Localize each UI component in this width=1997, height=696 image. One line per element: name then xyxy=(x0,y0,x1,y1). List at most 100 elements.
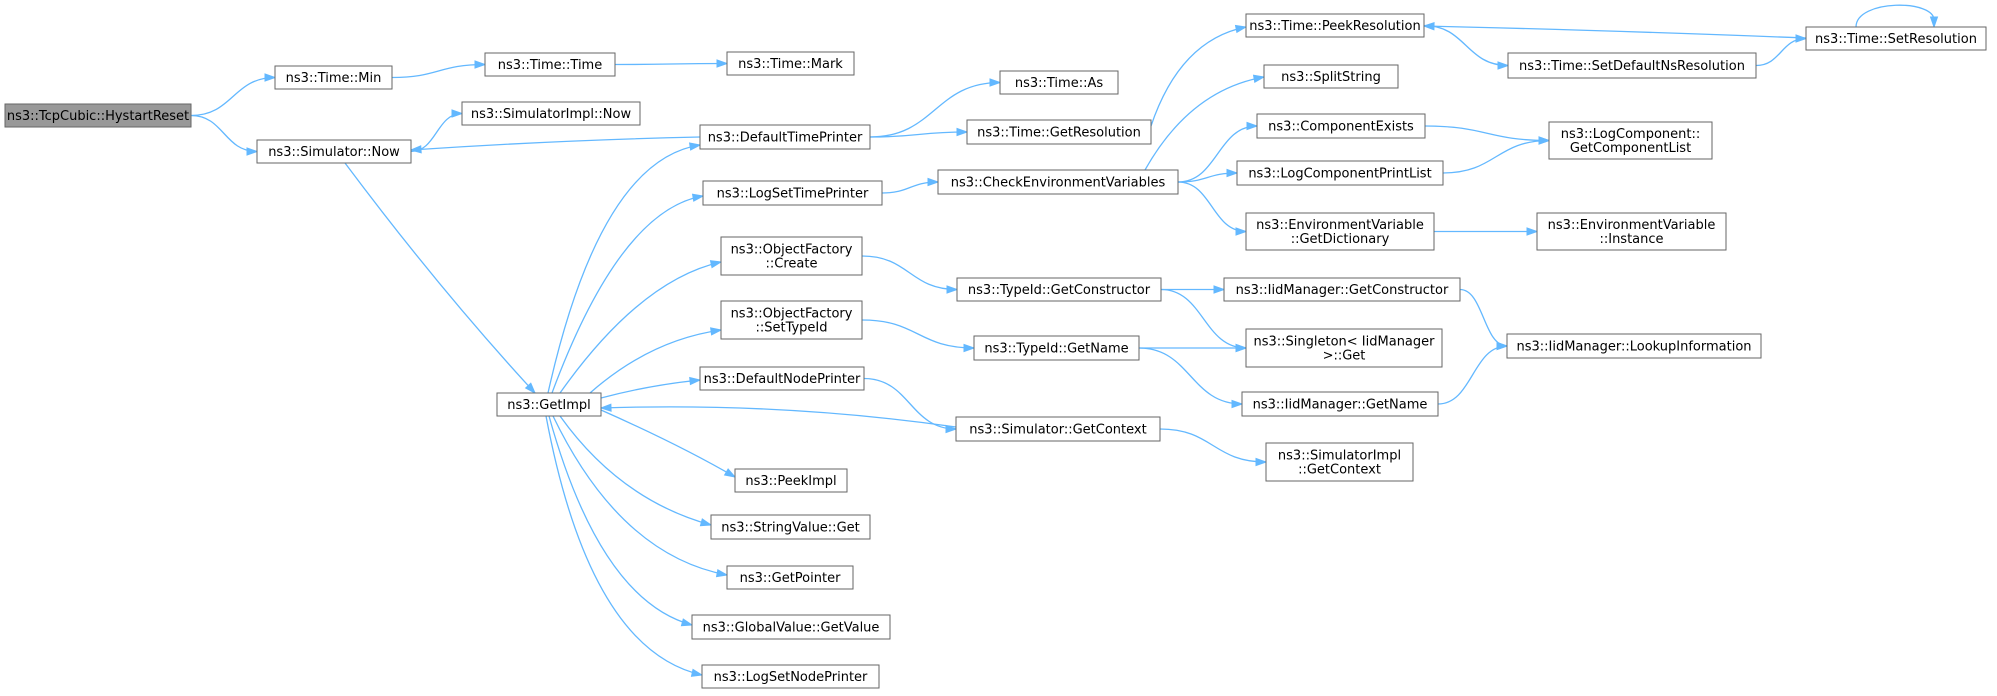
node-iidgetconstructor[interactable]: ns3::IidManager::GetConstructor xyxy=(1223,277,1461,302)
node-label: ns3::StringValue::Get xyxy=(721,521,859,536)
node-getpointer[interactable]: ns3::GetPointer xyxy=(726,565,854,590)
node-label: ns3::ComponentExists xyxy=(1268,120,1414,135)
node-box xyxy=(1236,160,1444,186)
node-label: ns3::Time::Min xyxy=(286,71,382,86)
node-logcomponentprintlist[interactable]: ns3::LogComponentPrintList xyxy=(1236,160,1444,186)
node-label: ns3::Time::Mark xyxy=(738,57,843,72)
node-box xyxy=(256,139,412,164)
node-box xyxy=(937,169,1179,195)
node-label: ns3::Time::PeekResolution xyxy=(1249,19,1420,34)
node-timemin[interactable]: ns3::Time::Min xyxy=(274,65,393,90)
node-label: ns3::EnvironmentVariable xyxy=(1256,218,1424,233)
node-label: ns3::Time::GetResolution xyxy=(977,126,1141,141)
node-label: ns3::LogComponent:: xyxy=(1561,127,1701,142)
node-label: ns3::Time::SetDefaultNsResolution xyxy=(1519,59,1745,74)
node-box xyxy=(966,119,1152,145)
node-label: ns3::IidManager::GetConstructor xyxy=(1236,283,1449,298)
node-label: ns3::PeekImpl xyxy=(745,474,836,489)
node-componentexists[interactable]: ns3::ComponentExists xyxy=(1256,113,1426,139)
node-label: ::GetContext xyxy=(1298,463,1381,478)
node-setresolution[interactable]: ns3::Time::SetResolution xyxy=(1805,26,1987,51)
node-timetime[interactable]: ns3::Time::Time xyxy=(484,52,616,77)
node-checkenv[interactable]: ns3::CheckEnvironmentVariables xyxy=(937,169,1179,195)
node-label: ns3::DefaultNodePrinter xyxy=(704,372,861,387)
nodes-layer: ns3::TcpCubic::HystartReset ns3::Time::Mi… xyxy=(4,13,1987,689)
node-label: ns3::SimulatorImpl xyxy=(1278,449,1401,464)
node-simnow[interactable]: ns3::Simulator::Now xyxy=(256,139,412,164)
node-logsettimeprinter[interactable]: ns3::LogSetTimePrinter xyxy=(702,180,883,206)
node-logsetnodeprinter[interactable]: ns3::LogSetNodePrinter xyxy=(701,664,880,689)
node-simimplnow[interactable]: ns3::SimulatorImpl::Now xyxy=(461,101,641,126)
node-stringvalueget[interactable]: ns3::StringValue::Get xyxy=(710,514,871,540)
node-label: ns3::ObjectFactory xyxy=(731,307,853,322)
node-iidgetname[interactable]: ns3::IidManager::GetName xyxy=(1241,391,1439,417)
node-simgetcontext[interactable]: ns3::Simulator::GetContext xyxy=(955,416,1161,442)
node-hystart[interactable]: ns3::TcpCubic::HystartReset xyxy=(4,103,192,128)
node-typeidgetconstructor[interactable]: ns3::TypeId::GetConstructor xyxy=(956,277,1162,302)
node-box xyxy=(1245,13,1425,38)
edge-typeidgetname-to-singletonget xyxy=(1139,343,1248,353)
edge-logcomponentprintlist-to-getcomponentlist xyxy=(1442,136,1551,174)
edge-timemin-to-timetime xyxy=(391,60,487,79)
node-label: ns3::Simulator::GetContext xyxy=(969,423,1146,438)
node-label: ns3::GlobalValue::GetValue xyxy=(703,621,880,636)
edge-defaultnodeprinter-to-simgetcontext xyxy=(863,377,958,434)
node-box xyxy=(1223,277,1461,302)
node-box xyxy=(702,180,883,206)
node-peekresolution[interactable]: ns3::Time::PeekResolution xyxy=(1245,13,1425,38)
node-label: ns3::GetPointer xyxy=(740,571,841,586)
node-box xyxy=(1263,64,1399,89)
node-label: ns3::LogSetNodePrinter xyxy=(714,670,868,685)
node-box xyxy=(699,124,871,150)
node-box xyxy=(955,416,1161,442)
node-label: ns3::SplitString xyxy=(1281,70,1381,85)
node-envgetdictionary[interactable]: ns3::EnvironmentVariable::GetDictionary xyxy=(1245,212,1435,251)
node-label: ns3::Simulator::Now xyxy=(268,145,400,160)
node-setdefaultns[interactable]: ns3::Time::SetDefaultNsResolution xyxy=(1507,52,1757,79)
node-box xyxy=(1265,442,1414,482)
node-label: GetComponentList xyxy=(1570,141,1691,156)
node-box xyxy=(484,52,616,77)
node-ofcreate[interactable]: ns3::ObjectFactory::Create xyxy=(720,236,863,276)
edge-setresolution-to-setresolution xyxy=(1855,4,1939,29)
node-label: ns3::IidManager::LookupInformation xyxy=(1516,340,1751,355)
node-globalvaluegetvalue[interactable]: ns3::GlobalValue::GetValue xyxy=(691,614,891,640)
node-ofsettypeid[interactable]: ns3::ObjectFactory::SetTypeId xyxy=(720,300,863,340)
node-label: >::Get xyxy=(1323,349,1366,364)
node-timemark[interactable]: ns3::Time::Mark xyxy=(726,51,855,76)
edge-checkenv-to-envgetdictionary xyxy=(1177,181,1248,236)
edge-checkenv-to-componentexists xyxy=(1177,121,1259,183)
node-label: ns3::TypeId::GetConstructor xyxy=(968,283,1151,298)
node-peekimpl[interactable]: ns3::PeekImpl xyxy=(734,468,848,493)
node-defaultnodeprinter[interactable]: ns3::DefaultNodePrinter xyxy=(699,366,865,391)
node-label: ::SetTypeId xyxy=(755,321,827,336)
node-label: ns3::EnvironmentVariable xyxy=(1548,218,1716,233)
node-getcomponentlist[interactable]: ns3::LogComponent::GetComponentList xyxy=(1548,121,1713,160)
node-getresolution[interactable]: ns3::Time::GetResolution xyxy=(966,119,1152,145)
node-lookupinfo[interactable]: ns3::IidManager::LookupInformation xyxy=(1506,333,1762,359)
node-label: ns3::Time::As xyxy=(1015,76,1104,91)
node-timeas[interactable]: ns3::Time::As xyxy=(999,70,1119,95)
node-label: ns3::DefaultTimePrinter xyxy=(708,131,863,146)
node-box xyxy=(1805,26,1987,51)
edge-getimpl-to-defaultnodeprinter xyxy=(600,376,702,399)
node-splitstring[interactable]: ns3::SplitString xyxy=(1263,64,1399,89)
edge-simgetcontext-to-simimplgetcontext xyxy=(1159,428,1268,467)
node-defaulttimeprinter[interactable]: ns3::DefaultTimePrinter xyxy=(699,124,871,150)
node-singletonget[interactable]: ns3::Singleton< IidManager >::Get xyxy=(1245,328,1443,368)
edges-layer xyxy=(190,4,1939,677)
node-label: ns3::CheckEnvironmentVariables xyxy=(951,176,1166,191)
node-envinstance[interactable]: ns3::EnvironmentVariable::Instance xyxy=(1536,212,1727,251)
edge-defaulttimeprinter-to-timeas xyxy=(869,78,1002,138)
node-box xyxy=(734,468,848,493)
node-box xyxy=(726,565,854,590)
edge-defaulttimeprinter-to-simnow xyxy=(409,136,701,154)
node-getimpl[interactable]: ns3::GetImpl xyxy=(496,392,602,417)
node-box xyxy=(699,366,865,391)
edge-typeidgetname-to-iidgetname xyxy=(1138,347,1244,409)
node-typeidgetname[interactable]: ns3::TypeId::GetName xyxy=(973,335,1140,361)
edge-defaulttimeprinter-to-getresolution xyxy=(869,127,969,138)
node-simimplgetcontext[interactable]: ns3::SimulatorImpl::GetContext xyxy=(1265,442,1414,482)
edge-simgetcontext-to-getimpl xyxy=(599,403,957,428)
